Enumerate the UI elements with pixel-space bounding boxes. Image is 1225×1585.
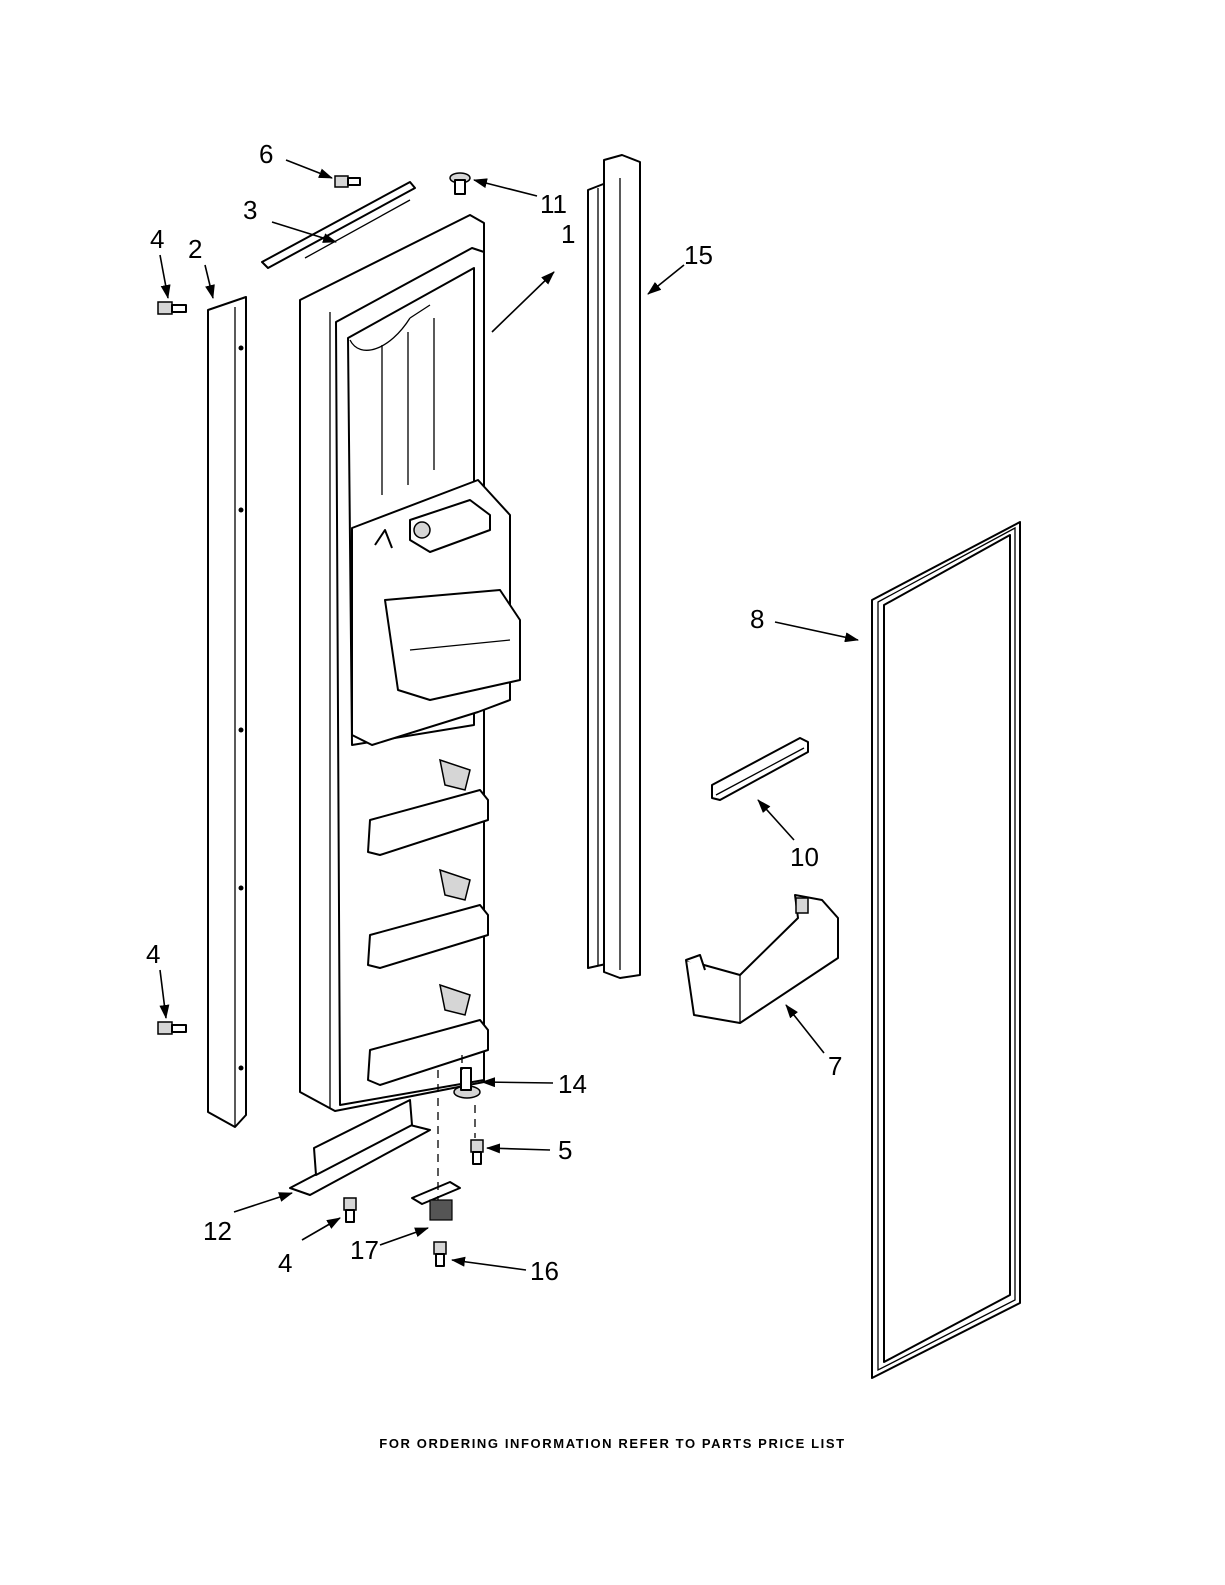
footer-note: FOR ORDERING INFORMATION REFER TO PARTS … (0, 1436, 1225, 1451)
callout-15: 15 (684, 240, 713, 270)
part-15-gasket-strip (588, 155, 640, 978)
part-6-screw (335, 176, 360, 187)
callout-3: 3 (243, 195, 257, 225)
part-8-door-gasket (872, 522, 1020, 1378)
part-5-screw (471, 1140, 483, 1164)
part-7-door-bin (686, 895, 838, 1023)
callout-16: 16 (530, 1256, 559, 1286)
callout-4: 4 (146, 939, 160, 969)
callout-1: 1 (561, 219, 575, 249)
callout-7: 7 (828, 1051, 842, 1081)
part-4-screw-lower (344, 1198, 356, 1222)
callout-4: 4 (150, 224, 164, 254)
callout-2: 2 (188, 234, 202, 264)
callout-10: 10 (790, 842, 819, 872)
callout-11: 11 (540, 189, 567, 219)
callout-8: 8 (750, 604, 764, 634)
part-11-plug (450, 173, 470, 194)
part-4-screw-top (158, 302, 186, 314)
callout-17: 17 (350, 1235, 379, 1265)
part-1-door-assembly (300, 215, 520, 1111)
callout-14: 14 (558, 1069, 587, 1099)
part-2-side-trim (208, 297, 246, 1127)
part-12-bottom-bracket (290, 1100, 430, 1195)
callout-5: 5 (558, 1135, 572, 1165)
leader-arrows (160, 160, 858, 1270)
part-16-screw (434, 1242, 446, 1266)
part-17-hinge-bracket (412, 1182, 460, 1220)
callout-4: 4 (278, 1248, 292, 1278)
part-10-retainer (712, 738, 808, 800)
part-4-screw-bottom (158, 1022, 186, 1034)
callout-12: 12 (203, 1216, 232, 1246)
callout-6: 6 (259, 139, 273, 169)
